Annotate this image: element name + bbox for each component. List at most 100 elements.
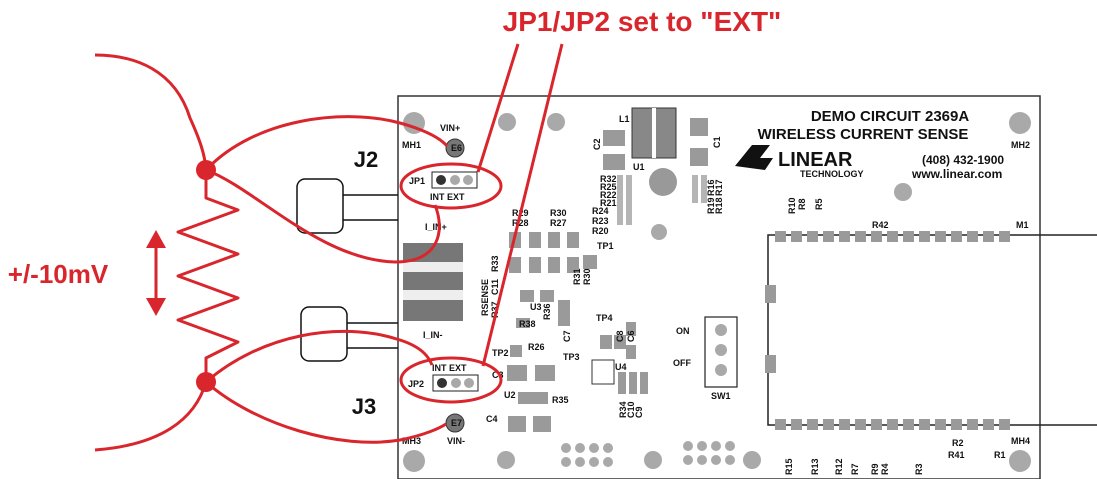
j2-connector bbox=[296, 178, 344, 234]
component-label: R7 bbox=[850, 463, 860, 475]
component-label: R24 bbox=[592, 206, 609, 216]
component-label: R4 bbox=[880, 463, 890, 475]
component-label: TP3 bbox=[563, 352, 580, 362]
voltage-label: +/-10mV bbox=[8, 259, 109, 289]
component-label: R12 bbox=[834, 458, 844, 475]
mh3-label: MH3 bbox=[402, 436, 421, 446]
double-arrow-icon bbox=[146, 230, 166, 316]
wire-bottom-left bbox=[94, 381, 208, 452]
jp2-highlight bbox=[399, 356, 503, 404]
pointer-line-jp2 bbox=[481, 43, 564, 367]
mh1-label: MH1 bbox=[402, 140, 421, 150]
component-label: R9 bbox=[870, 463, 880, 475]
component-label: C3 bbox=[492, 370, 504, 380]
resistor-symbol bbox=[176, 170, 240, 382]
component-label: R26 bbox=[528, 342, 545, 352]
module-m1-top-pads bbox=[775, 231, 1010, 242]
component-label: C9 bbox=[634, 406, 644, 418]
e7-terminal bbox=[445, 413, 465, 433]
component-label: U2 bbox=[504, 390, 516, 400]
j3-connector bbox=[300, 306, 348, 362]
component-label: R13 bbox=[810, 458, 820, 475]
linear-logo-text: LINEAR bbox=[778, 149, 853, 171]
component-label: R34 bbox=[618, 401, 628, 418]
component-label: R10 bbox=[787, 197, 797, 214]
u1-chip bbox=[649, 168, 677, 196]
component-label: C7 bbox=[562, 330, 572, 342]
component-label: R22 bbox=[600, 190, 617, 200]
wire-to-vin-plus bbox=[204, 115, 449, 172]
e6-terminal bbox=[445, 138, 465, 158]
resistor-arrays bbox=[507, 175, 707, 432]
component-label: C1 bbox=[712, 136, 722, 148]
i-in-plus-label: I_IN+ bbox=[425, 222, 447, 232]
switch-off-label: OFF bbox=[673, 358, 691, 368]
component-label: R18 bbox=[714, 197, 724, 214]
component-label: U1 bbox=[633, 162, 645, 172]
component-label: R31 bbox=[572, 268, 582, 285]
component-label: R30 bbox=[550, 208, 567, 218]
board-title: DEMO CIRCUIT 2369A bbox=[811, 108, 970, 125]
component-label: R41 bbox=[948, 450, 965, 460]
bottom-header-pads bbox=[561, 441, 735, 467]
component-label: TP4 bbox=[596, 313, 613, 323]
component-label: R2 bbox=[952, 438, 964, 448]
component-label: R17 bbox=[714, 179, 724, 196]
junction-dot-top bbox=[196, 160, 216, 180]
component-label: R20 bbox=[592, 226, 609, 236]
switch-on-label: ON bbox=[676, 326, 690, 336]
mounting-hole bbox=[403, 450, 425, 472]
pointer-line-jp1 bbox=[476, 43, 520, 173]
component-label: C11 bbox=[490, 279, 500, 295]
module-m1-bottom-pads bbox=[775, 419, 1010, 430]
annotation-title: JP1/JP2 set to "EXT" bbox=[503, 6, 782, 37]
component-label: L1 bbox=[619, 114, 630, 124]
wire-top-left bbox=[94, 53, 208, 171]
jp1-int-ext-label: INT EXT bbox=[430, 192, 465, 202]
component-label: R30 bbox=[582, 268, 592, 285]
component-label: C10 bbox=[626, 401, 636, 418]
board-outline bbox=[397, 95, 1041, 479]
component-label: R27 bbox=[550, 218, 567, 228]
jp2-int-ext-label: INT EXT bbox=[432, 363, 467, 373]
component-label: R21 bbox=[600, 198, 617, 208]
board-phone: (408) 432-1900 bbox=[922, 153, 1004, 167]
component-label: R5 bbox=[814, 198, 824, 210]
component-label: C2 bbox=[592, 138, 602, 150]
vin-plus-label: VIN+ bbox=[440, 123, 460, 133]
wire-to-i-in-plus bbox=[205, 168, 441, 264]
mounting-hole bbox=[1009, 112, 1031, 134]
component-label: M1 bbox=[1016, 220, 1029, 230]
module-m1-outline bbox=[767, 234, 1097, 426]
component-label: R35 bbox=[552, 395, 569, 405]
rsense-resistor bbox=[403, 243, 463, 321]
linear-logo-icon bbox=[735, 145, 773, 170]
jp1-label: JP1 bbox=[409, 176, 425, 186]
switch-name-label: SW1 bbox=[711, 391, 731, 401]
module-side-pad bbox=[765, 355, 776, 373]
component-label: C8 bbox=[615, 330, 625, 342]
mounting-hole bbox=[1009, 450, 1031, 472]
vin-minus-label: VIN- bbox=[447, 436, 465, 446]
component-label: C4 bbox=[486, 414, 498, 424]
mh2-label: MH2 bbox=[1011, 140, 1030, 150]
component-label: C6 bbox=[626, 330, 636, 342]
component-label: R25 bbox=[600, 182, 617, 192]
board-subtitle: WIRELESS CURRENT SENSE bbox=[758, 126, 969, 143]
wire-to-vin-minus bbox=[205, 380, 447, 444]
component-label: R1 bbox=[994, 450, 1006, 460]
pcb-board bbox=[296, 95, 1097, 479]
component-label: R32 bbox=[600, 174, 617, 184]
board-website: www.linear.com bbox=[911, 167, 1002, 181]
component-label: R3 bbox=[914, 463, 924, 475]
i-in-minus-label: I_IN- bbox=[423, 330, 443, 340]
component-label: TP2 bbox=[492, 348, 509, 358]
wire-to-i-in-minus bbox=[205, 329, 434, 384]
component-label: R28 bbox=[512, 218, 529, 228]
component-label: R19 bbox=[706, 197, 716, 214]
component-label: RSENSE bbox=[480, 279, 490, 316]
component-label: R36 bbox=[542, 303, 552, 320]
linear-logo-sub: TECHNOLOGY bbox=[800, 169, 864, 179]
component-label: U4 bbox=[615, 362, 627, 372]
